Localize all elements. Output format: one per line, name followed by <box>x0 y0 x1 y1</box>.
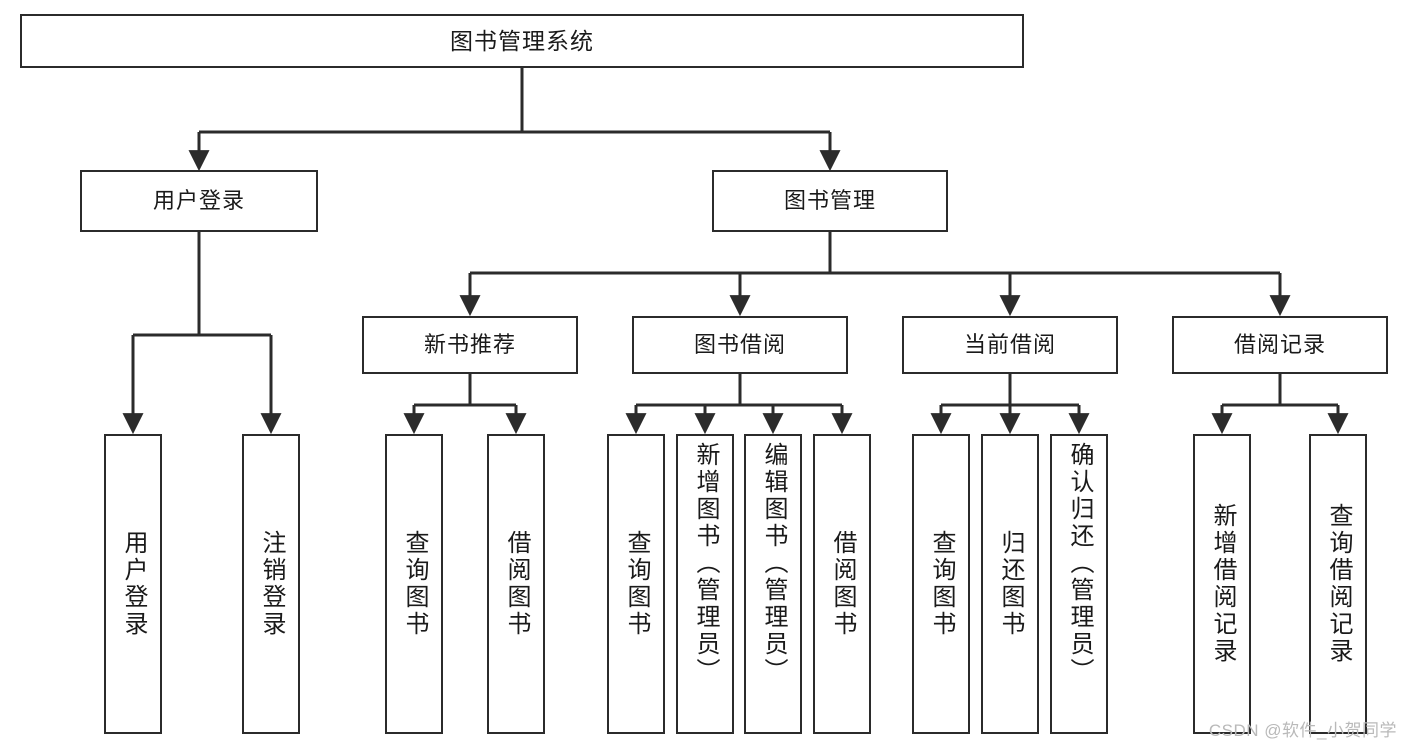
leaf-borrow-book-recommend[interactable]: 借阅图书 <box>487 434 545 734</box>
node-current-borrow[interactable]: 当前借阅 <box>902 316 1118 374</box>
node-label: 借阅图书 <box>829 530 856 638</box>
node-label: 用户登录 <box>152 188 245 214</box>
node-label: 新增图书（管理员） <box>692 442 719 685</box>
node-label: 图书管理 <box>783 188 876 214</box>
node-label: 注销登录 <box>258 530 285 638</box>
node-label: 新书推荐 <box>423 332 516 358</box>
leaf-query-borrow-record[interactable]: 查询借阅记录 <box>1309 434 1367 734</box>
leaf-query-book-borrow[interactable]: 查询图书 <box>607 434 665 734</box>
node-new-book-recommend[interactable]: 新书推荐 <box>362 316 578 374</box>
node-label: 图书借阅 <box>693 332 786 358</box>
leaf-add-borrow-record[interactable]: 新增借阅记录 <box>1193 434 1251 734</box>
node-label: 归还图书 <box>997 530 1024 638</box>
node-label: 确认归还（管理员） <box>1066 442 1093 685</box>
leaf-query-book-recommend[interactable]: 查询图书 <box>385 434 443 734</box>
leaf-user-logout[interactable]: 注销登录 <box>242 434 300 734</box>
node-borrow-record[interactable]: 借阅记录 <box>1172 316 1388 374</box>
node-book-manage[interactable]: 图书管理 <box>712 170 948 232</box>
leaf-return-book[interactable]: 归还图书 <box>981 434 1039 734</box>
node-label: 借阅图书 <box>503 530 530 638</box>
leaf-borrow-book[interactable]: 借阅图书 <box>813 434 871 734</box>
node-label: 查询图书 <box>401 530 428 638</box>
node-label: 编辑图书（管理员） <box>760 442 787 685</box>
node-label: 当前借阅 <box>963 332 1056 358</box>
node-user-login[interactable]: 用户登录 <box>80 170 318 232</box>
leaf-user-login[interactable]: 用户登录 <box>104 434 162 734</box>
node-root-book-management-system[interactable]: 图书管理系统 <box>20 14 1024 68</box>
leaf-add-book-admin[interactable]: 新增图书（管理员） <box>676 434 734 734</box>
leaf-edit-book-admin[interactable]: 编辑图书（管理员） <box>744 434 802 734</box>
node-label: 查询图书 <box>623 530 650 638</box>
node-label: 借阅记录 <box>1233 332 1326 358</box>
node-label: 查询图书 <box>928 530 955 638</box>
node-label: 图书管理系统 <box>450 27 594 54</box>
node-book-borrow[interactable]: 图书借阅 <box>632 316 848 374</box>
node-label: 用户登录 <box>120 530 147 638</box>
leaf-query-book-current[interactable]: 查询图书 <box>912 434 970 734</box>
node-label: 新增借阅记录 <box>1209 503 1236 665</box>
leaf-confirm-return-admin[interactable]: 确认归还（管理员） <box>1050 434 1108 734</box>
node-label: 查询借阅记录 <box>1325 503 1352 665</box>
